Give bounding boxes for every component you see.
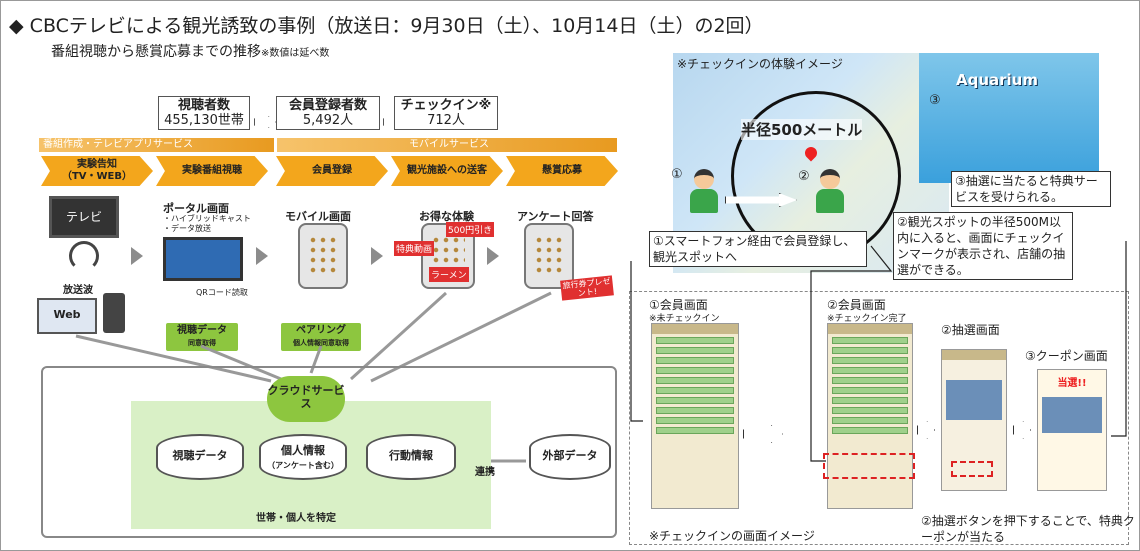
- callout-1: ①スマートフォン経由で会員登録し、観光スポットへ: [649, 231, 867, 267]
- broadcast-label: 放送波: [63, 285, 93, 296]
- step-register: 会員登録: [276, 156, 388, 186]
- tv-icon: テレビ: [49, 196, 119, 238]
- lottery-button-highlight: [951, 461, 993, 477]
- callout-connectors: [630, 241, 1127, 462]
- db-viewing: 視聴データ: [156, 434, 244, 480]
- db-behavior: 行動情報: [366, 434, 456, 480]
- laptop-icon: Web: [37, 298, 97, 334]
- person-icon: [687, 169, 721, 215]
- screen-3-title: ②抽選画面: [941, 323, 1000, 337]
- portal-items: ・ハイブリッドキャスト ・データ放送: [163, 214, 251, 233]
- metric-checkin: チェックイン※712人: [394, 96, 498, 130]
- video-badge: 特典動画: [394, 241, 435, 256]
- screen-4-title: ③クーポン画面: [1025, 349, 1108, 363]
- mobile-title: モバイル画面: [285, 210, 351, 223]
- lottery-note: ②抽選ボタンを押下することで、特典クーポンが当たる: [921, 514, 1135, 544]
- band-mobile: モバイルサービス: [277, 138, 617, 152]
- step-visit: 観光施設への送客: [391, 156, 503, 186]
- ramen-badge: ラーメン: [429, 267, 469, 282]
- link-label: 連携: [475, 467, 495, 478]
- band-tv: 番組作成・テレビアプリサービス: [39, 138, 274, 152]
- screen-3-image: [941, 349, 1007, 491]
- step-apply: 懸賞応募: [506, 156, 618, 186]
- screens-area: [629, 291, 1129, 545]
- db-personal: 個人情報（アンケート含む）: [259, 434, 347, 480]
- identify-label: 世帯・個人を特定: [256, 509, 336, 524]
- marker-1: ①: [671, 167, 683, 182]
- phone-icon: [298, 223, 348, 289]
- survey-title: アンケート回答: [517, 210, 594, 223]
- page-title: ◆ CBCテレビによる観光誘致の事例（放送日：9月30日（土）、10月14日（土…: [9, 15, 764, 37]
- arrow-icon: [256, 247, 268, 265]
- screen-1-title: ①会員画面: [649, 298, 708, 312]
- person-icon: [813, 169, 847, 215]
- db-external: 外部データ: [529, 434, 611, 480]
- discount-badge: 500円引き: [446, 222, 495, 237]
- portal-screen-icon: [163, 237, 243, 281]
- qr-label: QRコード読取: [196, 288, 248, 297]
- cloud-icon: クラウドサービス: [267, 376, 345, 422]
- cloud-panel-frame: [41, 366, 617, 538]
- aquarium-image: [919, 53, 1099, 183]
- arrow-icon: [487, 247, 499, 265]
- callout-2: ②観光スポットの半径500M以内に入ると、画面にチェックインマークが表示され、店…: [893, 212, 1073, 280]
- step-watch: 実験番組視聴: [156, 156, 268, 186]
- tablet-icon: [103, 293, 125, 333]
- antenna-icon: [69, 241, 99, 271]
- arrow-icon: [131, 247, 143, 265]
- phone-icon: [524, 223, 574, 289]
- screen-4-image: 当選!!: [1037, 369, 1107, 491]
- map-caption: ※チェックインの体験イメージ: [677, 57, 843, 71]
- screens-caption: ※チェックインの画面イメージ: [649, 529, 815, 543]
- screen-1-note: ※未チェックイン: [649, 314, 720, 324]
- screen-2-title: ②会員画面: [827, 298, 886, 312]
- radius-label: 半径500メートル: [741, 119, 863, 140]
- bullet-icon: ◆: [9, 15, 24, 37]
- aquarium-sign: Aquarium: [956, 71, 1038, 89]
- arrow-icon: [371, 247, 383, 265]
- coupon-heading: 当選!!: [1057, 378, 1087, 389]
- callout-3: ③抽選に当たると特典サービスを受けられる。: [951, 171, 1111, 207]
- step-announce: 実験告知（TV・WEB）: [41, 156, 153, 186]
- screen-2-note: ※チェックイン完了: [827, 314, 907, 324]
- checkin-highlight: [823, 453, 915, 479]
- deal-title: お得な体験: [419, 210, 474, 223]
- marker-3: ③: [929, 93, 941, 108]
- marker-2: ②: [798, 169, 810, 184]
- portal-title: ポータル画面: [163, 202, 229, 215]
- page-subtitle: 番組視聴から懸賞応募までの推移※数値は延べ数: [51, 44, 330, 60]
- screen-1-image: [651, 323, 739, 509]
